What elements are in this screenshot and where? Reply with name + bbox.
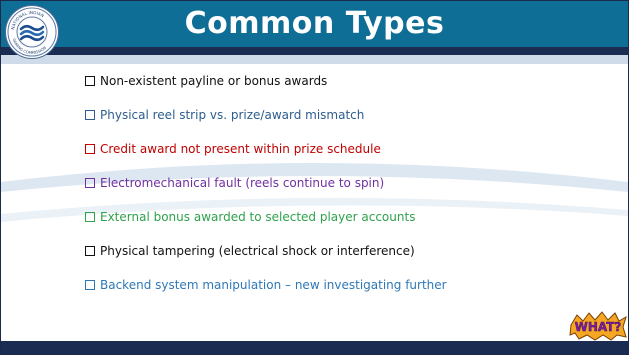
checkbox-bullet-icon [85, 110, 95, 120]
bullet-text: Credit award not present within prize sc… [100, 142, 381, 156]
bullet-text: Physical tampering (electrical shock or … [100, 244, 415, 258]
checkbox-bullet-icon [85, 178, 95, 188]
footer-bar [1, 341, 628, 354]
bullet-list: Non-existent payline or bonus awards Phy… [85, 73, 605, 311]
bullet-text: Physical reel strip vs. prize/award mism… [100, 108, 365, 122]
slide-title: Common Types [184, 6, 445, 41]
ncig-seal-icon: NATIONAL INDIAN GAMING COMMISSION [5, 5, 59, 59]
title-bar: Common Types [1, 1, 628, 47]
bullet-item: Non-existent payline or bonus awards [85, 73, 605, 107]
svg-text:WHAT?: WHAT? [575, 320, 622, 334]
bullet-text: Backend system manipulation – new invest… [100, 278, 447, 292]
bullet-text: External bonus awarded to selected playe… [100, 210, 416, 224]
header-stripe-light [1, 55, 628, 64]
bullet-item: Electromechanical fault (reels continue … [85, 175, 605, 209]
checkbox-bullet-icon [85, 144, 95, 154]
checkbox-bullet-icon [85, 212, 95, 222]
bullet-item: Physical reel strip vs. prize/award mism… [85, 107, 605, 141]
header-stripe-dark [1, 47, 628, 55]
bullet-item: External bonus awarded to selected playe… [85, 209, 605, 243]
bullet-text: Electromechanical fault (reels continue … [100, 176, 385, 190]
checkbox-bullet-icon [85, 280, 95, 290]
bullet-item: Physical tampering (electrical shock or … [85, 243, 605, 277]
checkbox-bullet-icon [85, 246, 95, 256]
bullet-text: Non-existent payline or bonus awards [100, 74, 328, 88]
checkbox-bullet-icon [85, 76, 95, 86]
bullet-item: Backend system manipulation – new invest… [85, 277, 605, 311]
bullet-item: Credit award not present within prize sc… [85, 141, 605, 175]
what-clipart-icon: WHAT? [569, 311, 627, 341]
